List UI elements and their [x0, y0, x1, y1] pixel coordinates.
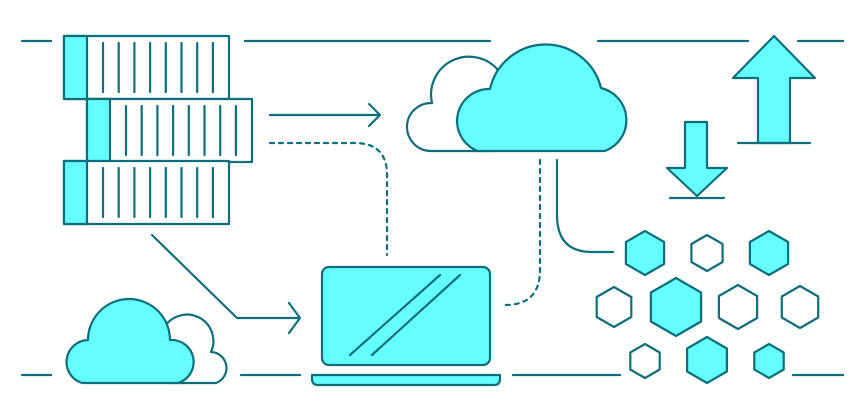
hexagon-icon: [717, 283, 759, 331]
server-unit: [62, 159, 231, 226]
server-unit: [85, 97, 254, 164]
arrow-right-icon: [150, 233, 302, 335]
download-arrow-icon: [665, 120, 729, 200]
cloud-icon: [405, 43, 628, 153]
hexagon-network-icon: [595, 229, 820, 385]
server-unit: [62, 34, 231, 101]
connection-lines: [150, 102, 615, 335]
hexagon-icon: [690, 233, 724, 273]
cloud-icon: [65, 297, 228, 385]
hexagon-icon: [780, 284, 820, 330]
arrow-right-icon: [268, 102, 382, 128]
hexagon-icon: [649, 276, 703, 338]
hexagon-icon: [629, 342, 661, 380]
hexagon-icon: [624, 229, 666, 277]
laptop-icon: [310, 265, 502, 387]
hexagon-icon: [748, 229, 790, 277]
hexagon-icon: [595, 285, 633, 329]
server-rack-icon: [62, 34, 254, 226]
upload-arrow-icon: [731, 34, 817, 145]
hexagon-icon: [685, 335, 729, 385]
horizon-lines: [20, 39, 845, 377]
hexagon-icon: [753, 342, 785, 380]
